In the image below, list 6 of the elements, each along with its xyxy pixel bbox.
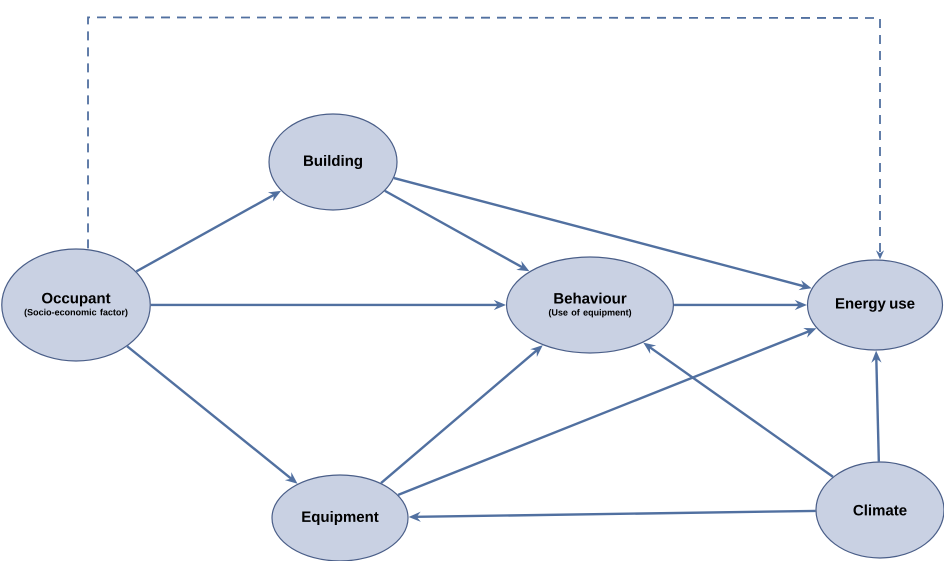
ellipse-node: Behaviour (Use of equipment) bbox=[506, 256, 674, 354]
ellipse-node: Climate bbox=[815, 461, 944, 559]
ellipse-node: Energy use bbox=[806, 259, 944, 351]
ellipse-node: Building bbox=[268, 113, 398, 211]
ellipse-node: Occupant (Socio-economic factor) bbox=[1, 248, 151, 362]
ellipse-node: Equipment bbox=[271, 474, 409, 561]
